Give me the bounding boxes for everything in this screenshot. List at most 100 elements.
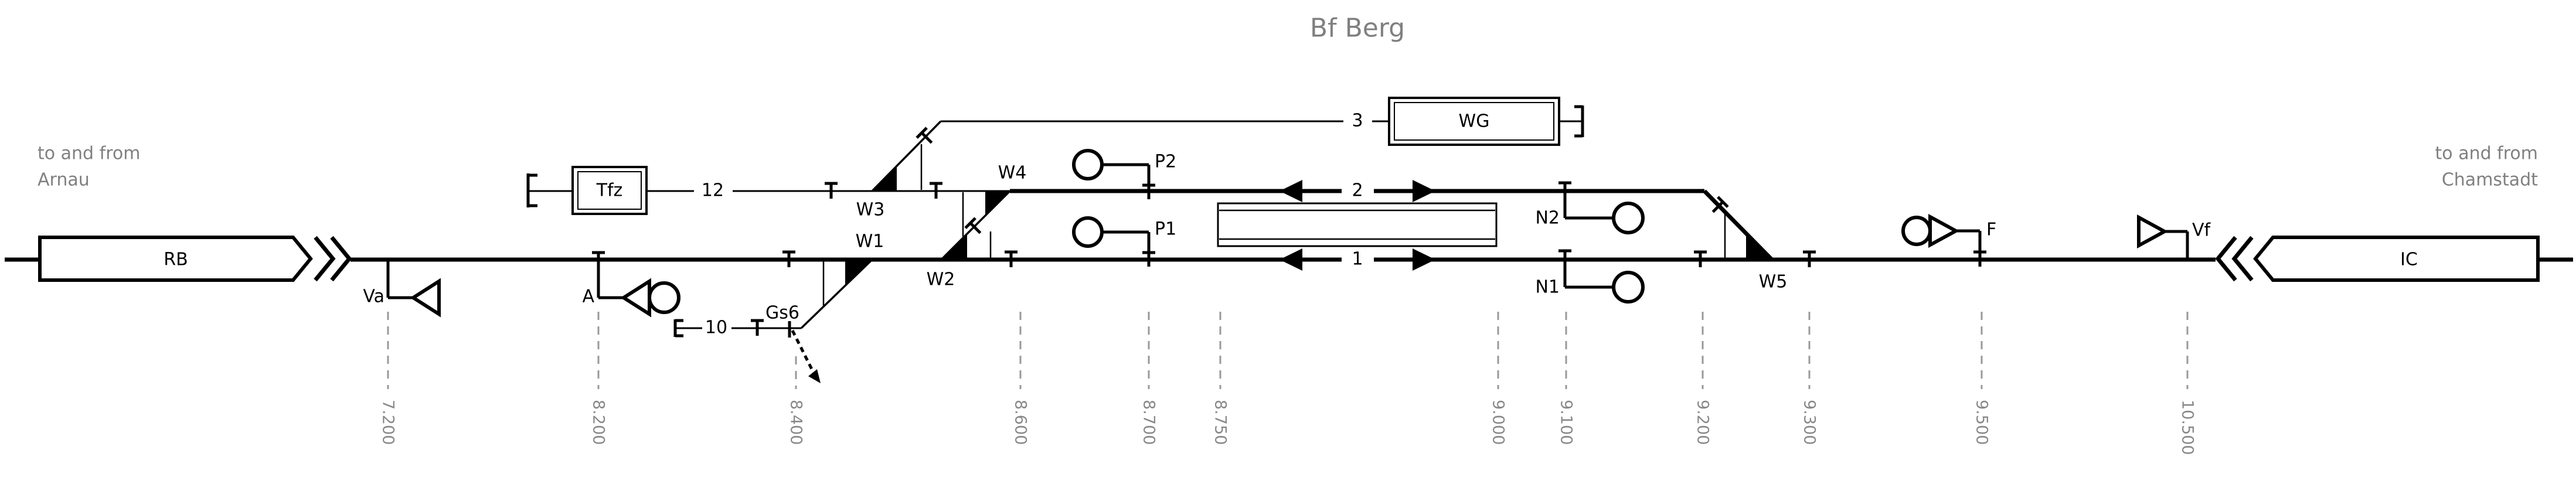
joint-mark-track10-1292 — [751, 319, 764, 336]
km-label: 9.200 — [1694, 400, 1712, 445]
track-1-left-arrow — [1280, 248, 1302, 271]
track-2-right-arrow — [1413, 180, 1435, 202]
joint-mark-main-2901 — [1694, 250, 1707, 267]
home-signal-lamp-icon — [1901, 216, 1932, 246]
km-label: 7.200 — [379, 400, 397, 445]
km-label: 8.600 — [1012, 400, 1030, 445]
signal-p1-label: P1 — [1155, 219, 1176, 240]
switch-w4-wedge — [985, 192, 1010, 216]
joint-mark-track12-1418 — [825, 182, 838, 199]
km-label: 8.200 — [590, 400, 608, 445]
exit-signal-lamp-icon — [1072, 149, 1104, 180]
km-label: 8.400 — [787, 400, 805, 445]
joint-mark-main-1725 — [1005, 250, 1018, 267]
exit-signal-lamp-icon — [1072, 216, 1104, 248]
km-label: 8.750 — [1212, 400, 1230, 445]
signal-p2: P2 — [1072, 149, 1176, 199]
switch-w5-wedge — [1746, 233, 1772, 259]
switch-w2-wedge — [941, 233, 967, 258]
track-10-label: 10 — [705, 318, 727, 338]
station-title: Bf Berg — [1310, 13, 1405, 43]
joint-mark-w2-diagonal — [964, 217, 982, 234]
signal-a-label: A — [582, 287, 594, 307]
switch-w2-label: W2 — [927, 270, 955, 290]
exit-signal-lamp-icon — [1612, 271, 1645, 304]
endpoint-right: to and from Chamstadt — [2435, 144, 2538, 190]
derailer-arrow-icon — [791, 329, 816, 376]
switch-w3-label: W3 — [856, 200, 885, 220]
switch-w3-wedge — [872, 167, 897, 192]
signal-p1: P1 — [1072, 216, 1176, 267]
signal-n2-label: N2 — [1535, 208, 1560, 229]
track-number-labels: 12 10 3 2 1 — [702, 111, 1363, 338]
track-1-label: 1 — [1352, 249, 1363, 270]
train-route-ic: IC — [2215, 236, 2540, 282]
endpoint-left: to and from Arnau — [38, 144, 140, 190]
km-marker-labels: 7.200 8.200 8.400 8.600 8.700 8.750 9.00… — [379, 400, 2197, 455]
km-label: 9.100 — [1557, 400, 1575, 445]
endpoint-right-line1: to and from — [2435, 144, 2538, 164]
signal-vf-label: Vf — [2192, 220, 2211, 241]
ic-route-label: IC — [2400, 250, 2418, 270]
switch-w3-diagonal — [871, 120, 942, 192]
km-label: 10.500 — [2179, 400, 2197, 455]
joint-marks — [751, 127, 1816, 336]
rb-route-label: RB — [164, 250, 188, 270]
signal-vf: Vf — [2137, 214, 2211, 260]
signal-a: A — [582, 251, 680, 318]
tfz-label: Tfz — [596, 180, 623, 201]
track-2-label: 2 — [1352, 180, 1363, 201]
buffer-stop-track10 — [673, 319, 683, 338]
signal-p2-label: P2 — [1155, 152, 1176, 172]
endpoint-right-line2: Chamstadt — [2442, 170, 2538, 190]
buffer-stops — [526, 105, 1584, 338]
switch-w4-label: W4 — [998, 163, 1027, 183]
track-12-label: 12 — [702, 180, 724, 201]
buffer-stop-wg — [1574, 105, 1584, 138]
switch-wedges — [845, 167, 1772, 287]
facility-tfz: Tfz — [571, 166, 648, 215]
derailer-arrowhead-icon — [808, 369, 821, 383]
track-2-left-arrow — [1280, 180, 1302, 202]
home-signal-lamp-icon — [648, 281, 680, 314]
endpoint-left-line2: Arnau — [38, 170, 90, 190]
km-label: 9.000 — [1489, 400, 1508, 445]
buffer-stop-tfz — [526, 173, 537, 207]
signal-va: Va — [363, 260, 441, 318]
signal-f: F — [1901, 213, 1996, 267]
ic-chevron-icon — [2231, 236, 2254, 282]
signal-n2: N2 — [1535, 181, 1645, 234]
joint-mark-track12-1597 — [930, 182, 942, 199]
track-3-label: 3 — [1352, 111, 1363, 131]
km-label: 8.700 — [1140, 400, 1158, 445]
joint-mark-main-3087 — [1803, 250, 1816, 267]
derailer-gs6-label: Gs6 — [765, 303, 799, 323]
km-marker-lines — [387, 312, 2189, 389]
facility-wg: WG — [1388, 97, 1560, 146]
signal-n1-label: N1 — [1535, 277, 1560, 298]
rb-chevron-icon — [330, 236, 352, 282]
joint-mark-w3-diagonal — [916, 127, 933, 144]
distant-signal-icon — [2137, 214, 2169, 249]
endpoint-left-line1: to and from — [38, 144, 140, 164]
wg-label: WG — [1459, 111, 1490, 132]
home-signal-triangle-icon — [1928, 213, 1960, 248]
platform — [1217, 202, 1498, 247]
rb-chevron-icon — [314, 236, 336, 282]
train-route-rb: RB — [38, 236, 352, 282]
switch-w1-label: W1 — [856, 231, 884, 252]
switch-w5-label: W5 — [1759, 272, 1788, 292]
ic-chevron-icon — [2215, 236, 2237, 282]
fouling-point-marks — [822, 144, 1726, 307]
km-label: 9.300 — [1801, 400, 1819, 445]
km-label: 9.500 — [1973, 400, 1991, 445]
switch-w1-wedge — [845, 261, 872, 287]
exit-signal-lamp-icon — [1612, 202, 1645, 234]
distant-signal-icon — [410, 278, 441, 318]
derailer-gs6: Gs6 — [765, 303, 821, 383]
signal-va-label: Va — [363, 287, 384, 307]
signal-f-label: F — [1986, 220, 1996, 240]
direction-arrows — [1280, 180, 1435, 271]
